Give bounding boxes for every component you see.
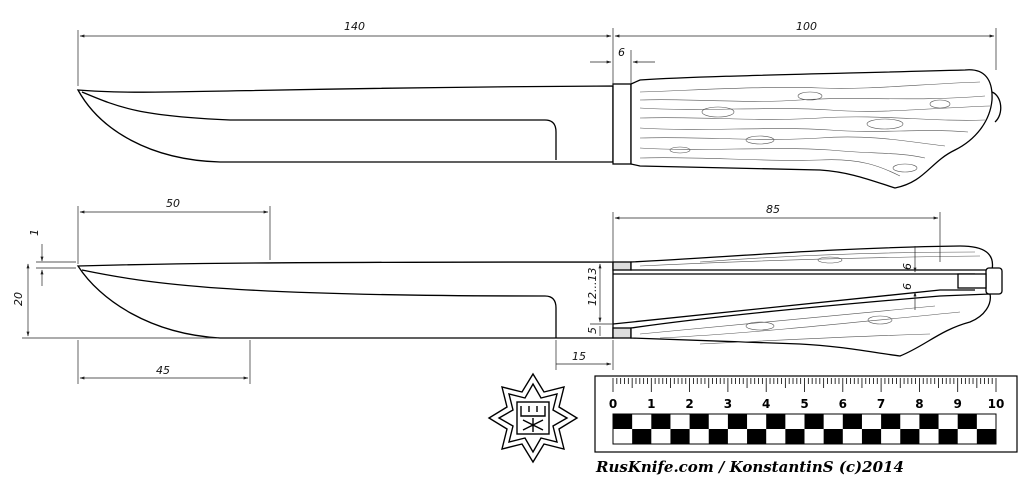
scale-ruler: 0 1 2 3 4 5 6 7 8 9 10 (594, 375, 1018, 453)
tang-thread (957, 273, 987, 289)
ruler-check-cell (747, 429, 767, 444)
ruler-check-cell (881, 414, 901, 429)
ruler-check-cell (900, 429, 920, 444)
ruler-check-cell (689, 414, 709, 429)
ruler-number: 2 (685, 397, 693, 411)
rusknife-logo (487, 372, 579, 464)
label-85: 85 (766, 203, 780, 216)
blade-bevel-line (81, 91, 557, 160)
ruler-check-cell (670, 429, 690, 444)
ruler-check-border (612, 413, 997, 445)
ruler-check-cell (804, 414, 824, 429)
ruler-number: 1 (647, 397, 655, 411)
label-1: 1 (28, 229, 41, 236)
ruler-number: 6 (839, 397, 847, 411)
pommel-nut (985, 267, 1003, 295)
label-20: 20 (12, 292, 25, 306)
blade-section (76, 261, 614, 339)
ruler-checker-pattern (612, 413, 997, 445)
label-50: 50 (166, 197, 180, 210)
tang-line (612, 273, 975, 325)
ruler-number: 3 (724, 397, 732, 411)
ruler-check-cell (766, 414, 786, 429)
label-100: 100 (796, 20, 817, 33)
credit-text: RusKnife.com / KonstantinS (c)2014 (595, 458, 904, 476)
label-12-13: 12...13 (586, 268, 599, 306)
label-tang-6: 6 (901, 263, 914, 270)
ruler-check-cell (727, 414, 748, 429)
ruler-number: 9 (954, 397, 962, 411)
ruler-check-cell (613, 414, 633, 429)
ruler-numbers: 0 1 2 3 4 5 6 7 8 9 10 (609, 397, 1005, 411)
label-6-tang-b: 6 (901, 283, 914, 290)
ruler-check-cell (842, 414, 862, 429)
label-15: 15 (572, 350, 586, 363)
label-45: 45 (156, 364, 170, 377)
label-5: 5 (586, 327, 599, 334)
wood-grain-side (639, 81, 991, 177)
ruler-number: 5 (800, 397, 808, 411)
ruler-check-cell (938, 429, 958, 444)
blade-section-bevel (81, 269, 557, 338)
ruler-check-cell (708, 429, 728, 444)
ruler-check-cell (957, 414, 977, 429)
guard-side (612, 83, 632, 165)
ruler-number: 10 (988, 397, 1005, 411)
knife-side-view (76, 69, 1002, 189)
blade-side (76, 85, 614, 163)
ruler-number: 4 (762, 397, 770, 411)
knife-section-view (76, 245, 1003, 357)
guard-section-top (612, 261, 632, 271)
ruler-check-cell (976, 429, 996, 444)
ruler-check-cell (919, 414, 939, 429)
ruler-ticks (612, 378, 997, 392)
handle-pommel-side (991, 91, 1002, 123)
dimension-lines (22, 28, 997, 384)
label-guard-6: 6 (618, 46, 625, 59)
ruler-check-cell (785, 429, 805, 444)
ruler-number: 8 (915, 397, 923, 411)
ruler-check-cell (823, 429, 843, 444)
handle-section-top (630, 245, 994, 271)
ruler-number: 0 (609, 397, 617, 411)
guard-section-bottom (612, 327, 632, 339)
label-140: 140 (344, 20, 365, 33)
ruler-number: 7 (877, 397, 885, 411)
ruler-check-cell (861, 429, 882, 444)
ruler-check-cell (632, 429, 652, 444)
ruler-check-cell (651, 414, 671, 429)
